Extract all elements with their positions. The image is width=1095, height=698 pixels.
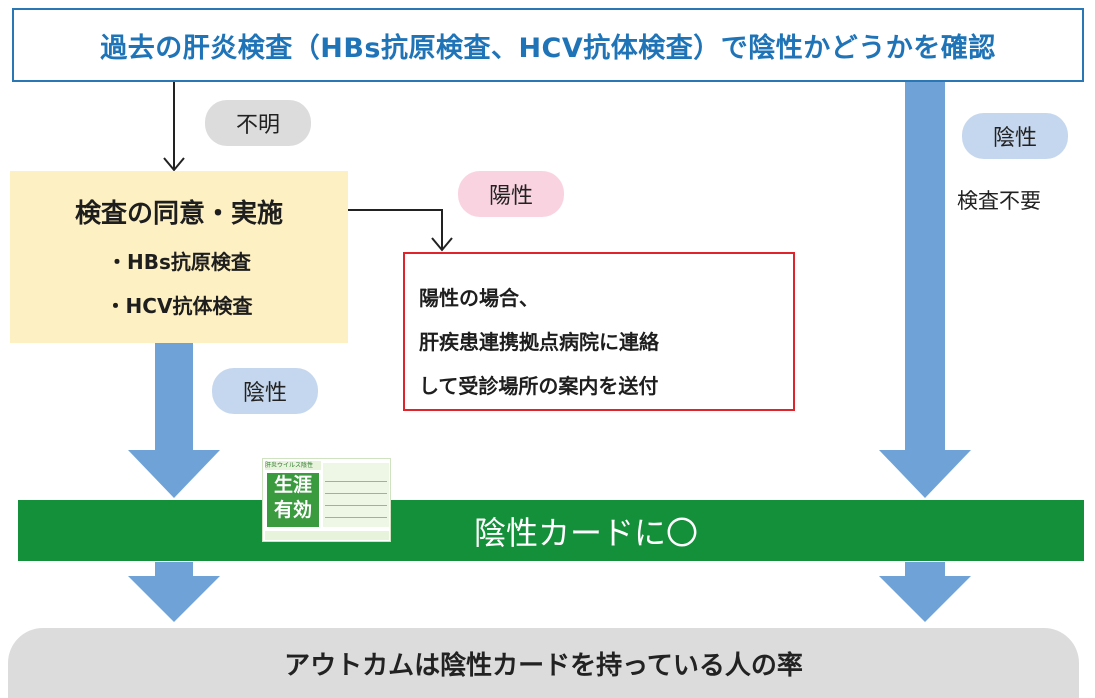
mini-card-header: 肝炎ウイルス陰性 xyxy=(265,461,321,470)
mini-card-form-line xyxy=(325,505,387,506)
mini-card-lifetime-valid: 生涯 有効 xyxy=(267,473,319,527)
positive-case-box: 陽性の場合、 肝疾患連携拠点病院に連絡 して受診場所の案内を送付 xyxy=(403,252,795,411)
outcome-right-arrow-shaft xyxy=(905,562,945,576)
mini-card-form-line xyxy=(325,493,387,494)
hbs-antigen-test-item: ・HBs抗原検査 xyxy=(107,250,251,274)
outcome-box: アウトカムは陰性カードを持っている人の率 xyxy=(8,628,1079,698)
negative-card-text: 陰性カードに〇 xyxy=(473,513,698,552)
positive-case-line-1: 陽性の場合、 xyxy=(419,286,539,310)
consent-title: 検査の同意・実施 xyxy=(74,199,283,229)
outcome-left-arrowhead xyxy=(128,576,220,622)
negative-left-arrow-shaft xyxy=(155,343,193,450)
negative-label-left: 陰性 xyxy=(212,368,318,414)
positive-connector-line xyxy=(348,209,443,250)
negative-card-band: 陰性カードに〇 xyxy=(18,500,1084,561)
negative-card-image: 肝炎ウイルス陰性 生涯 有効 xyxy=(262,458,391,542)
mini-card-footer xyxy=(265,531,389,540)
outcome-text: アウトカムは陰性カードを持っている人の率 xyxy=(284,650,803,681)
positive-case-line-2: 肝疾患連携拠点病院に連絡 xyxy=(419,330,659,354)
hcv-antibody-test-item: ・HCV抗体検査 xyxy=(105,294,253,318)
check-past-test-text: 過去の肝炎検査（HBs抗原検査、HCV抗体検査）で陰性かどうかを確認 xyxy=(100,32,996,64)
negative-right-arrowhead xyxy=(879,450,971,498)
negative-left-arrowhead xyxy=(128,450,220,498)
positive-label: 陽性 xyxy=(458,171,564,217)
negative-label-right: 陰性 xyxy=(962,113,1068,159)
consent-and-test-box: 検査の同意・実施 ・HBs抗原検査 ・HCV抗体検査 xyxy=(10,171,348,343)
mini-card-form-area xyxy=(323,463,389,527)
unknown-arrowhead xyxy=(163,157,185,172)
outcome-right-arrowhead xyxy=(879,576,971,622)
mini-card-big-text-2: 有効 xyxy=(273,499,312,521)
test-not-needed-text: 検査不要 xyxy=(957,189,1041,213)
positive-arrowhead xyxy=(431,237,453,252)
mini-card-form-line xyxy=(325,481,387,482)
positive-case-line-3: して受診場所の案内を送付 xyxy=(419,374,659,398)
unknown-label: 不明 xyxy=(205,100,311,146)
mini-card-big-text-1: 生涯 xyxy=(273,474,312,496)
negative-right-arrow-shaft xyxy=(905,82,945,450)
mini-card-form-line xyxy=(325,517,387,518)
outcome-left-arrow-shaft xyxy=(155,562,193,576)
check-past-test-box: 過去の肝炎検査（HBs抗原検査、HCV抗体検査）で陰性かどうかを確認 xyxy=(12,8,1084,82)
